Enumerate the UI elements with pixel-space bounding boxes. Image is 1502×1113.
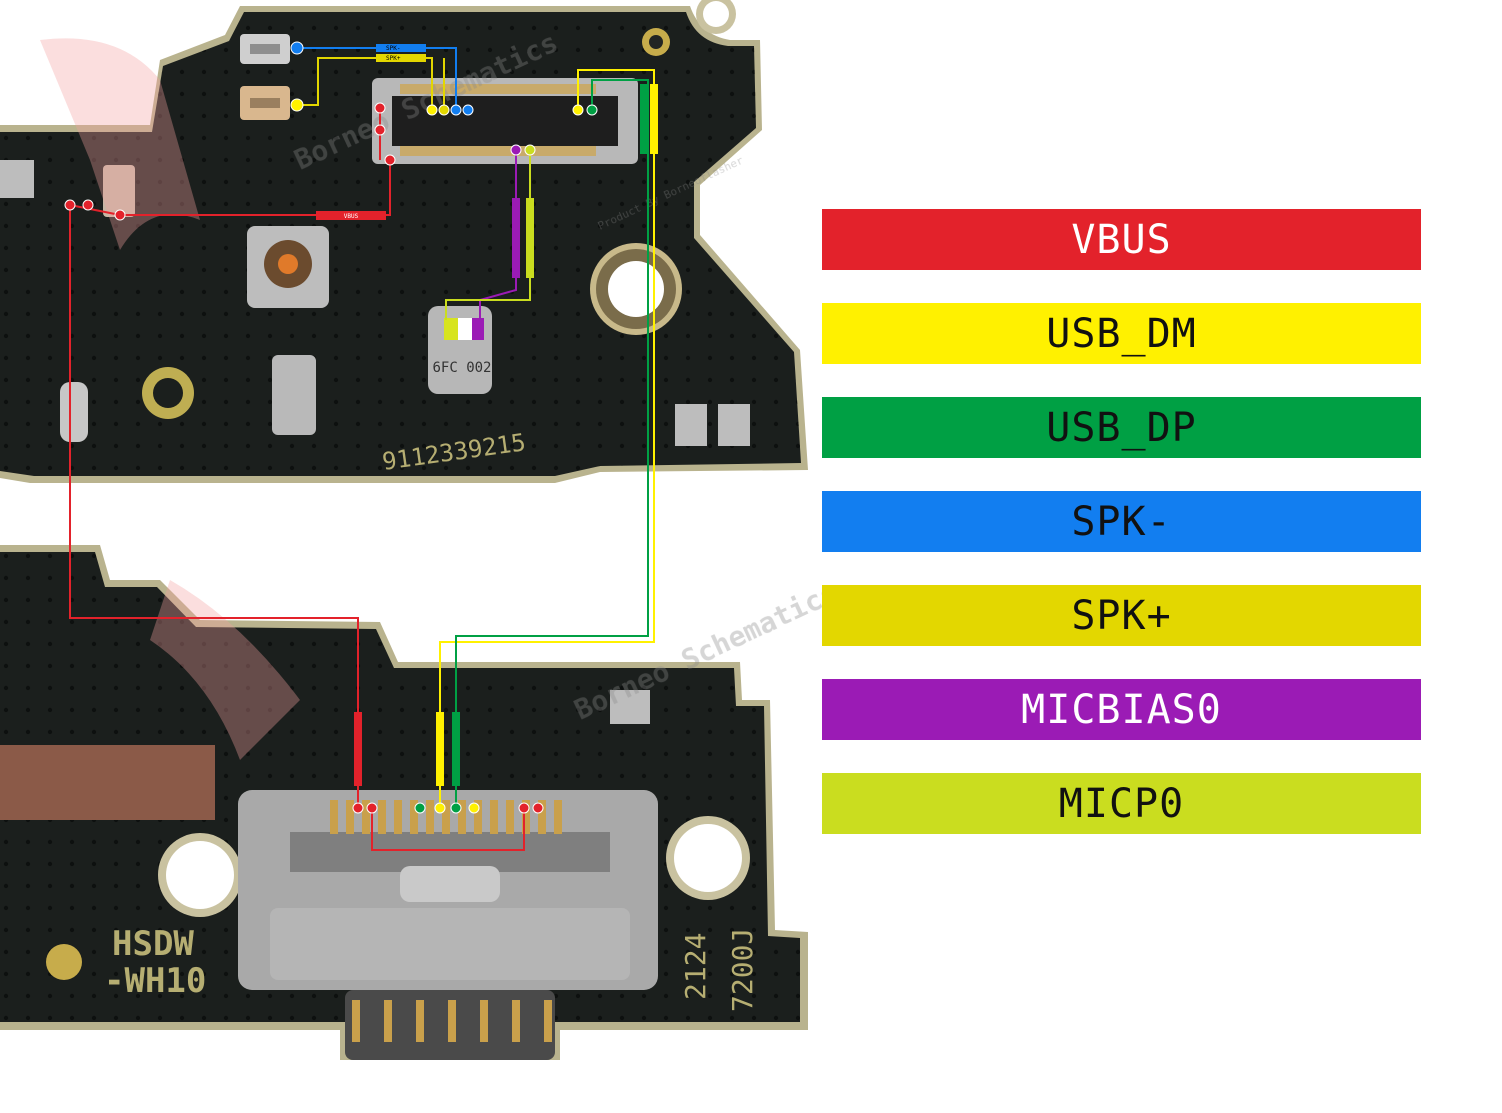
top-board: 6FC 002 9112339215 — [0, 0, 808, 483]
trace-usb-dm — [439, 69, 655, 808]
trace-spk-minus — [297, 47, 457, 110]
mount-hole-bottom-right — [674, 824, 742, 892]
legend-label-spk-plus: SPK+ — [1071, 592, 1172, 639]
legend-label-usb-dm: USB_DM — [1046, 310, 1197, 357]
legend-label-usb-dp: USB_DP — [1046, 404, 1197, 451]
traces — [69, 47, 655, 851]
micp-label-bar — [526, 198, 534, 278]
micbias-label-bar — [512, 198, 520, 278]
bottom-silk-code-line1: 2124 — [679, 933, 712, 1000]
spk-plus-label-bar — [376, 54, 426, 62]
legend-item-vbus: VBUS — [822, 209, 1421, 270]
shield-area — [0, 745, 215, 820]
bottom-board: HSDW -WH10 2124 7200J — [0, 545, 808, 1060]
legend-label-micbias0: MICBIAS0 — [1021, 686, 1222, 733]
trace-usb-dp — [455, 79, 649, 808]
trace-spk-plus — [297, 57, 433, 110]
legend-item-usb-dm: USB_DM — [822, 303, 1421, 364]
legend-item-micbias0: MICBIAS0 — [822, 679, 1421, 740]
usb-dm-label-bar — [650, 84, 658, 154]
bottom-silk-code-line2: 7200J — [726, 928, 759, 1012]
vbus-label-bar-bottom — [354, 712, 362, 786]
bottom-silk-model-line2: -WH10 — [104, 961, 206, 1001]
bottom-silk-model-line1: HSDW — [112, 924, 194, 964]
legend-item-usb-dp: USB_DP — [822, 397, 1421, 458]
mount-hole-bottom-left — [166, 841, 234, 909]
legend-item-micp0: MICP0 — [822, 773, 1421, 834]
usb-dm-label-bar-bottom — [436, 712, 444, 786]
usb-dp-label-bar — [640, 84, 648, 154]
test-points — [64, 41, 598, 814]
legend-item-spk-plus: SPK+ — [822, 585, 1421, 646]
trace-label-vbus: VBUS — [344, 213, 359, 220]
vbus-label-bar — [316, 211, 386, 220]
mic-marking: 6FC 002 — [432, 360, 491, 376]
trace-label-bars: VBUS SPK- SPK+ — [316, 44, 658, 786]
legend-label-micp0: MICP0 — [1058, 780, 1185, 827]
pad-right-1 — [675, 404, 707, 446]
trace-label-spk-plus: SPK+ — [386, 55, 401, 62]
usb-dp-label-bar-bottom — [452, 712, 460, 786]
vibrator-contact — [272, 355, 316, 435]
legend-label-vbus: VBUS — [1071, 216, 1172, 263]
legend-item-spk-minus: SPK- — [822, 491, 1421, 552]
capacitor — [103, 165, 135, 217]
trace-label-spk-minus: SPK- — [386, 45, 400, 52]
pad-right-2 — [718, 404, 750, 446]
legend-label-spk-minus: SPK- — [1071, 498, 1172, 545]
spk-minus-label-bar — [376, 44, 426, 52]
